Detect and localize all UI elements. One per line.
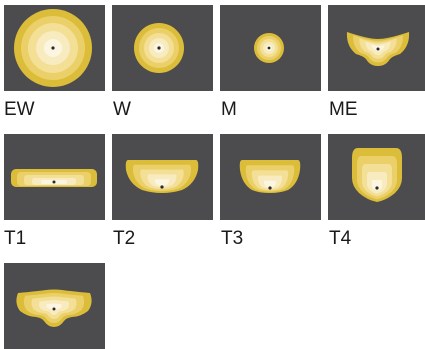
shield-diagram — [328, 134, 425, 220]
center-dot — [160, 185, 163, 188]
center-dot — [268, 186, 271, 189]
panel-label: T2 — [113, 228, 135, 250]
panel-label: ME — [329, 99, 358, 121]
panel-label: EW — [4, 99, 35, 121]
circle-small-diagram — [220, 5, 321, 91]
panel-w — [112, 5, 213, 91]
panel-unlabeled — [4, 263, 105, 349]
trapezoid-diagram — [220, 134, 321, 220]
rounded-trapezoid-diagram — [112, 134, 213, 220]
flat-bar-diagram — [4, 134, 105, 220]
panel-m — [220, 5, 321, 91]
panel-t3 — [220, 134, 321, 220]
panel-label: W — [113, 99, 131, 121]
center-dot — [53, 181, 56, 184]
circle-large-diagram — [4, 5, 105, 91]
winged-wide-diagram — [4, 263, 105, 349]
center-dot — [268, 47, 271, 50]
center-dot — [53, 308, 56, 311]
panel-t4 — [328, 134, 425, 220]
center-dot — [157, 46, 160, 49]
circle-medium-diagram — [112, 5, 213, 91]
panel-t1 — [4, 134, 105, 220]
panel-label: T4 — [329, 228, 351, 250]
panel-label: T3 — [221, 228, 243, 250]
center-dot — [377, 48, 380, 51]
panel-me — [328, 5, 425, 91]
winged-diagram — [328, 5, 425, 91]
center-dot — [51, 46, 54, 49]
panel-label: M — [221, 99, 237, 121]
center-dot — [375, 186, 378, 189]
panel-ew — [4, 5, 105, 91]
panel-label: T1 — [4, 228, 26, 250]
panel-t2 — [112, 134, 213, 220]
